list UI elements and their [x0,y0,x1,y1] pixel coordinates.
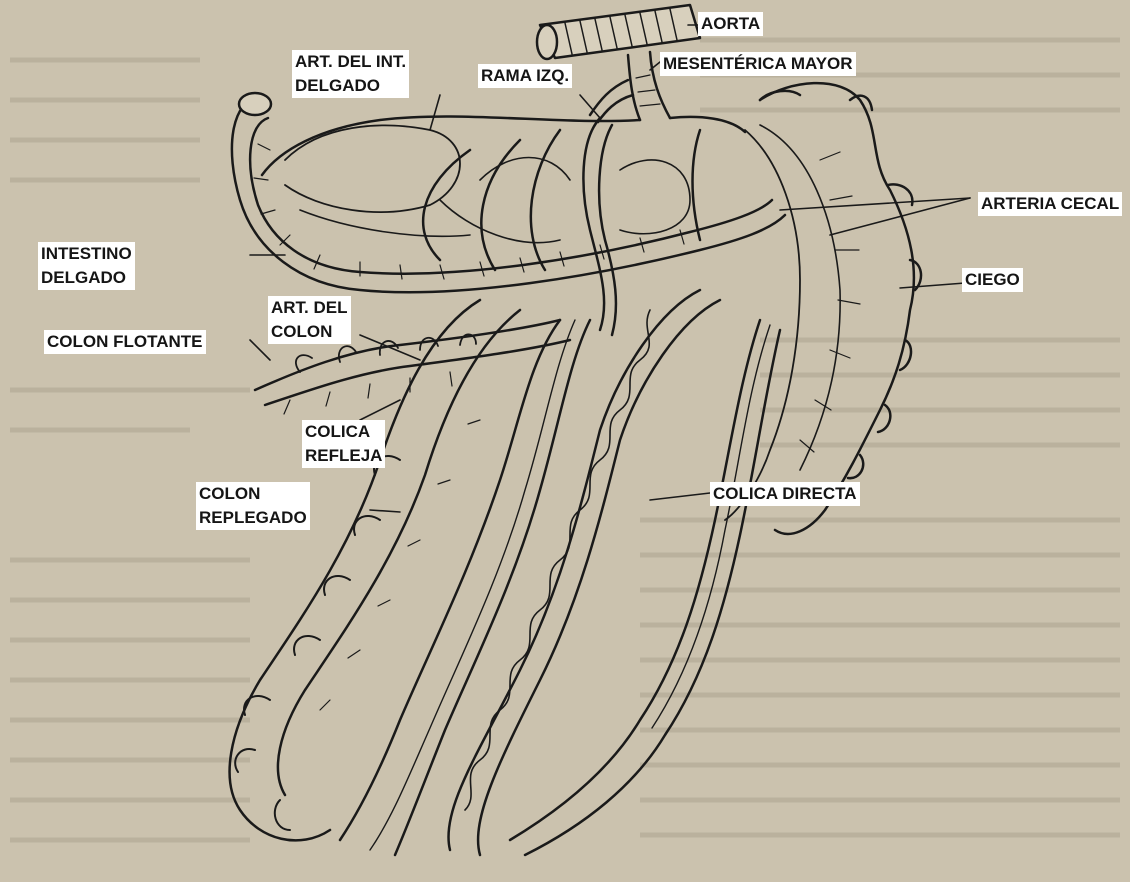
label-intestino-delgado-line2: DELGADO [41,266,132,290]
label-arteria-cecal: ARTERIA CECAL [978,192,1122,216]
label-art-del-colon: ART. DEL COLON [268,296,351,344]
label-colon-flotante: COLON FLOTANTE [44,330,206,354]
label-intestino-delgado-line1: INTESTINO [41,242,132,266]
label-colica-refleja-line2: REFLEJA [305,444,382,468]
label-art-del-colon-line1: ART. DEL [271,296,348,320]
label-art-int-delgado: ART. DEL INT. DELGADO [292,50,409,98]
label-mesenterica-mayor-text: MESENTÉRICA MAYOR [663,52,853,76]
label-rama-izq: RAMA IZQ. [478,64,572,88]
label-colon-replegado-line2: REPLEGADO [199,506,307,530]
label-colica-refleja: COLICA REFLEJA [302,420,385,468]
label-rama-izq-text: RAMA IZQ. [481,64,569,88]
label-colon-replegado: COLON REPLEGADO [196,482,310,530]
label-art-del-colon-line2: COLON [271,320,348,344]
label-art-int-delgado-line2: DELGADO [295,74,406,98]
label-colica-refleja-line1: COLICA [305,420,382,444]
label-colon-replegado-line1: COLON [199,482,307,506]
label-mesenterica-mayor: MESENTÉRICA MAYOR [660,52,856,76]
label-colon-flotante-text: COLON FLOTANTE [47,330,203,354]
label-arteria-cecal-text: ARTERIA CECAL [981,192,1119,216]
label-ciego-text: CIEGO [965,268,1020,292]
label-intestino-delgado: INTESTINO DELGADO [38,242,135,290]
label-aorta: AORTA [698,12,763,36]
label-ciego: CIEGO [962,268,1023,292]
label-colica-directa-text: COLICA DIRECTA [713,482,857,506]
label-colica-directa: COLICA DIRECTA [710,482,860,506]
label-aorta-text: AORTA [701,12,760,36]
label-art-int-delgado-line1: ART. DEL INT. [295,50,406,74]
